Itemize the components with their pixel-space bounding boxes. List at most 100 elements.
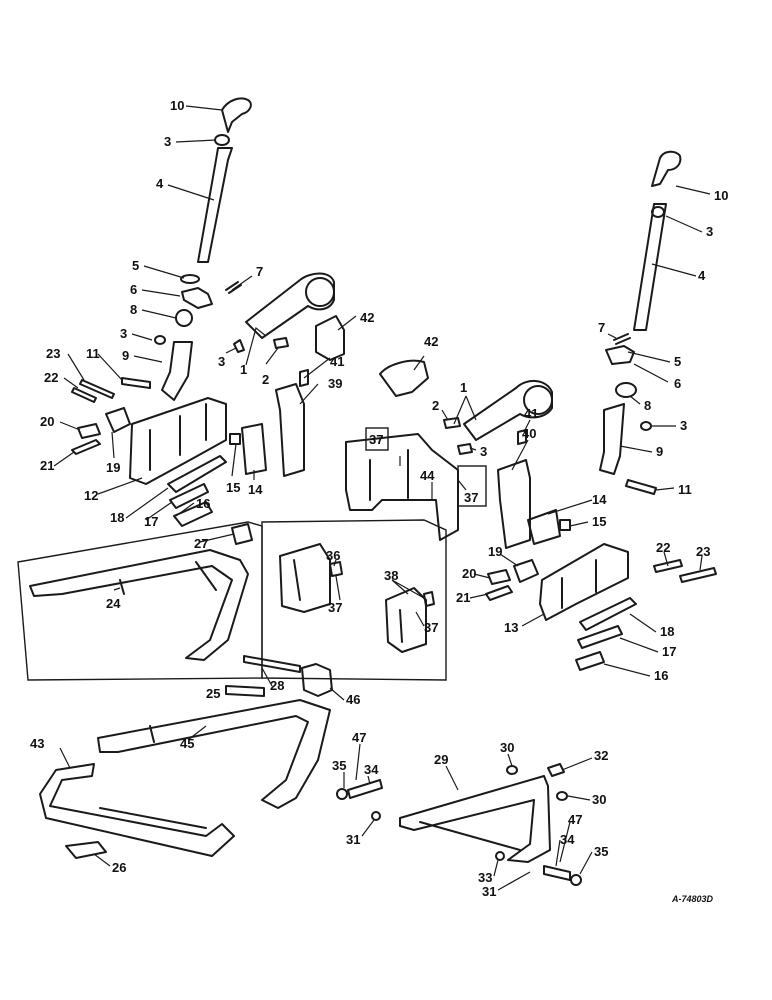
drawing-number: A-74803D xyxy=(671,894,714,904)
label-21-left: 21 xyxy=(40,458,54,473)
label-44-right: 44 xyxy=(420,468,435,483)
right-bolt-23 xyxy=(679,567,717,583)
left-pin-small xyxy=(225,281,242,294)
label-18-right: 18 xyxy=(660,624,674,639)
label-30-b: 30 xyxy=(592,792,606,807)
label-41-right: 41 xyxy=(524,406,538,421)
label-41-left: 41 xyxy=(330,354,344,369)
right-nut xyxy=(605,345,635,365)
label-37-right-a: 37 xyxy=(369,432,383,447)
right-cotter-pin-3b xyxy=(640,421,652,431)
left-clip-20 xyxy=(77,423,101,439)
label-43: 43 xyxy=(30,736,44,751)
label-11-left: 11 xyxy=(86,346,100,361)
drawbar-43 xyxy=(39,763,235,857)
label-3-left-b: 3 xyxy=(120,326,127,341)
left-cotter-pin-top xyxy=(214,134,230,146)
label-16-right: 16 xyxy=(654,668,668,683)
right-bracket-40 xyxy=(497,459,531,549)
left-strap-18 xyxy=(167,455,227,493)
boxed-group-36-38 xyxy=(261,519,447,681)
label-10-right: 10 xyxy=(714,188,728,203)
label-14-left: 14 xyxy=(248,482,263,497)
label-26: 26 xyxy=(112,860,126,875)
rod-28 xyxy=(243,655,301,673)
label-29: 29 xyxy=(434,752,448,767)
label-46: 46 xyxy=(346,692,360,707)
label-23-left: 23 xyxy=(46,346,60,361)
label-19-left: 19 xyxy=(106,460,120,475)
label-31-right: 31 xyxy=(482,884,496,899)
label-38: 38 xyxy=(384,568,398,583)
label-20-left: 20 xyxy=(40,414,54,429)
label-6-left: 6 xyxy=(130,282,137,297)
right-draft-bracket-13 xyxy=(539,543,629,621)
clip-27 xyxy=(231,523,253,545)
right-clip-20 xyxy=(487,569,511,585)
label-8-left: 8 xyxy=(130,302,137,317)
left-bolt-22 xyxy=(71,387,97,403)
left-clip-19 xyxy=(105,407,131,433)
label-14-right: 14 xyxy=(592,492,607,507)
right-strap-16 xyxy=(575,651,605,671)
pin-38 xyxy=(423,591,435,607)
right-plate-14 xyxy=(527,509,561,545)
right-lift-link xyxy=(599,403,625,475)
label-9-left: 9 xyxy=(122,348,129,363)
label-42-left: 42 xyxy=(360,310,374,325)
right-arm-hub xyxy=(523,385,553,415)
right-pin-21 xyxy=(485,585,513,601)
nut-30a xyxy=(506,765,518,775)
label-2-left: 2 xyxy=(262,372,269,387)
left-pin-2 xyxy=(273,337,289,349)
label-5-left: 5 xyxy=(132,258,139,273)
boxed-group-drawbar-24 xyxy=(17,521,263,681)
pin-35a xyxy=(336,788,348,800)
label-17-left: 17 xyxy=(144,514,158,529)
label-45: 45 xyxy=(180,736,194,751)
label-34-left: 34 xyxy=(364,762,379,777)
callout-boxes xyxy=(365,427,487,507)
swinging-drawbar-29 xyxy=(399,775,551,863)
label-15-right: 15 xyxy=(592,514,606,529)
right-strap-18 xyxy=(579,597,637,631)
nut-30b xyxy=(556,791,568,801)
left-cotter-pin-3b xyxy=(154,335,166,345)
left-pin-11 xyxy=(121,377,151,389)
left-draft-bracket-12 xyxy=(129,397,227,485)
left-bushing xyxy=(175,309,193,327)
leader-lines xyxy=(53,105,711,891)
bracket-36 xyxy=(279,543,331,613)
right-arm-1 xyxy=(463,380,553,441)
right-pin-7 xyxy=(613,333,631,345)
label-7-right: 7 xyxy=(598,320,605,335)
label-47-left: 47 xyxy=(352,730,366,745)
left-casting-42 xyxy=(315,315,345,361)
label-6-right: 6 xyxy=(674,376,681,391)
label-35-right: 35 xyxy=(594,844,608,859)
label-1-right: 1 xyxy=(460,380,467,395)
label-42-right: 42 xyxy=(424,334,438,349)
label-3-left-a: 3 xyxy=(164,134,171,149)
label-20-right: 20 xyxy=(462,566,476,581)
label-5-right: 5 xyxy=(674,354,681,369)
label-4-left: 4 xyxy=(156,176,164,191)
label-30-a: 30 xyxy=(500,740,514,755)
label-3-right-b: 3 xyxy=(680,418,687,433)
right-bolt-22 xyxy=(653,559,683,573)
washer-31a xyxy=(371,811,381,821)
right-bushing xyxy=(615,382,637,398)
box-outline-36-38 xyxy=(261,519,447,681)
label-23-right: 23 xyxy=(696,544,710,559)
label-22-right: 22 xyxy=(656,540,670,555)
label-27: 27 xyxy=(194,536,208,551)
label-39-left: 39 xyxy=(328,376,342,391)
label-3-left-c: 3 xyxy=(218,354,225,369)
label-3-right-a: 3 xyxy=(706,224,713,239)
washer-33 xyxy=(495,851,505,861)
pin-35b xyxy=(570,874,582,886)
left-lift-assembly xyxy=(71,97,345,527)
plate-26 xyxy=(65,841,107,859)
left-washer xyxy=(180,274,200,284)
